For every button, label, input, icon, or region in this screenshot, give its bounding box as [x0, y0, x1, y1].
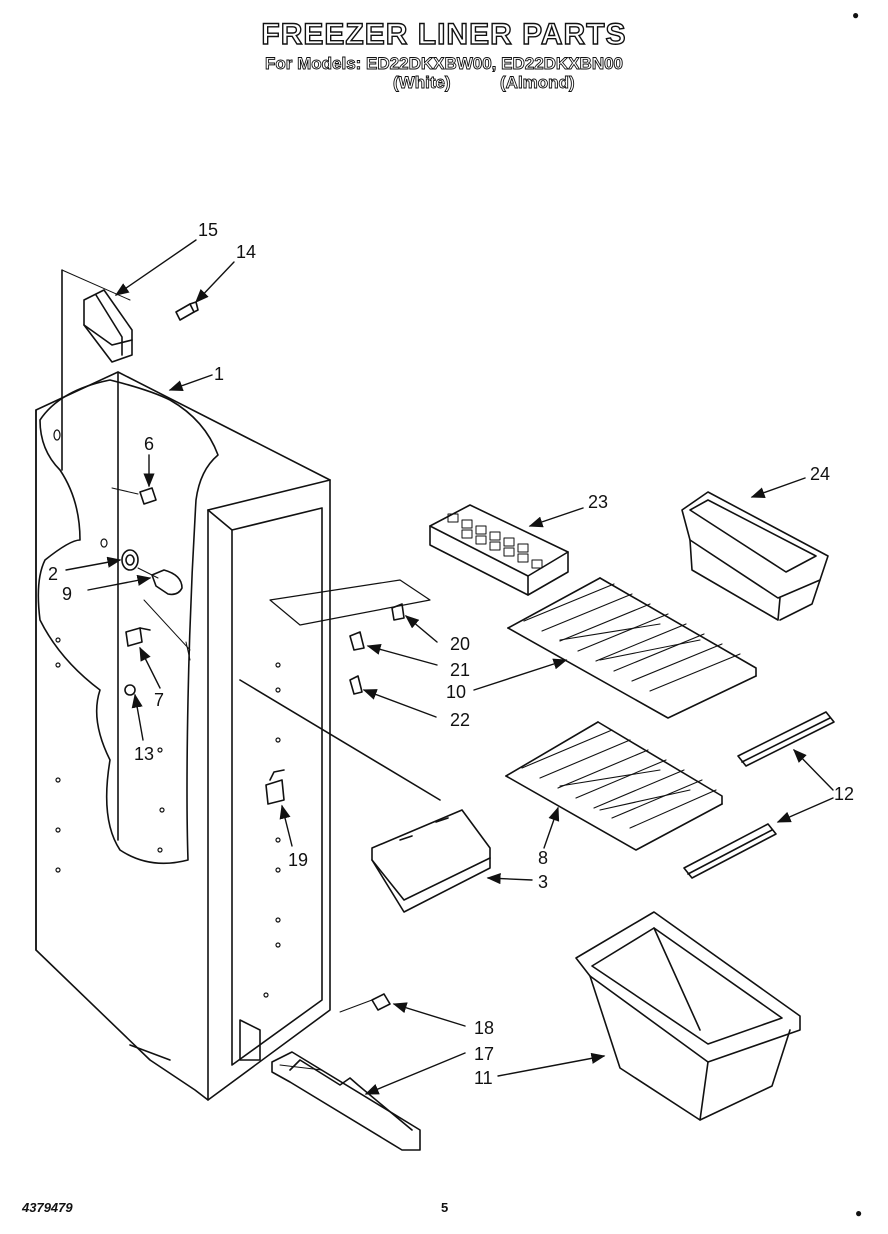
models-subtitle: For Models: ED22DKXBW00, ED22DKXBN00	[264, 54, 624, 74]
callout-3: 3	[538, 872, 548, 892]
callout-19: 19	[288, 850, 308, 870]
part-6-clip	[139, 487, 157, 505]
color-label-white: (White)	[393, 73, 451, 93]
callout-23: 23	[588, 492, 608, 512]
part-20-clip	[391, 603, 405, 621]
callout-21: 21	[450, 660, 470, 680]
part-13-plug	[124, 684, 136, 696]
callout-1: 1	[214, 364, 224, 384]
page-title: FREEZER LINER PARTS	[261, 17, 627, 51]
callout-15: 15	[198, 220, 218, 240]
part-24-door-bin	[681, 491, 829, 621]
callout-24: 24	[810, 464, 830, 484]
leader-lines	[65, 239, 834, 1095]
callout-2: 2	[48, 564, 58, 584]
callout-6: 6	[144, 434, 154, 454]
part-14-screw	[175, 301, 199, 321]
part-3-shelf-support	[371, 809, 491, 913]
part-12-shelf-rail-upper	[737, 711, 835, 767]
callout-8: 8	[538, 848, 548, 868]
callout-20: 20	[450, 634, 470, 654]
part-8-wire-shelf	[505, 721, 723, 851]
callout-12: 12	[834, 784, 854, 804]
corner-dot-bottom: ●	[855, 1206, 863, 1220]
part-7-switch	[125, 627, 151, 647]
corner-dot-top: ●	[852, 8, 860, 22]
part-11-basket	[575, 911, 801, 1121]
reference-lines	[61, 269, 373, 1071]
callout-7: 7	[154, 690, 164, 710]
color-label-almond: (Almond)	[500, 73, 575, 93]
page-number: 5	[441, 1200, 449, 1215]
callout-22: 22	[450, 710, 470, 730]
callout-14: 14	[236, 242, 256, 262]
part-2-socket	[121, 549, 139, 571]
document-number: 4379479	[22, 1200, 73, 1215]
callout-11: 11	[474, 1068, 493, 1088]
mounting-plane	[269, 579, 431, 626]
part-12-shelf-rail-lower	[683, 823, 777, 879]
part-23-ice-tray	[429, 504, 569, 596]
callout-13: 13	[134, 744, 154, 764]
callout-10: 10	[446, 682, 466, 702]
part-15-bracket	[83, 289, 133, 363]
part-19-control	[265, 769, 285, 805]
callout-18: 18	[474, 1018, 494, 1038]
part-18-screw	[371, 993, 391, 1011]
callout-9: 9	[62, 584, 72, 604]
part-21-clip	[349, 631, 365, 651]
freezer-liner	[35, 269, 441, 1101]
part-22-clip	[349, 675, 363, 695]
part-9-light-bulb	[151, 569, 183, 596]
part-10-wire-shelf	[507, 577, 757, 719]
callout-17: 17	[474, 1044, 494, 1064]
